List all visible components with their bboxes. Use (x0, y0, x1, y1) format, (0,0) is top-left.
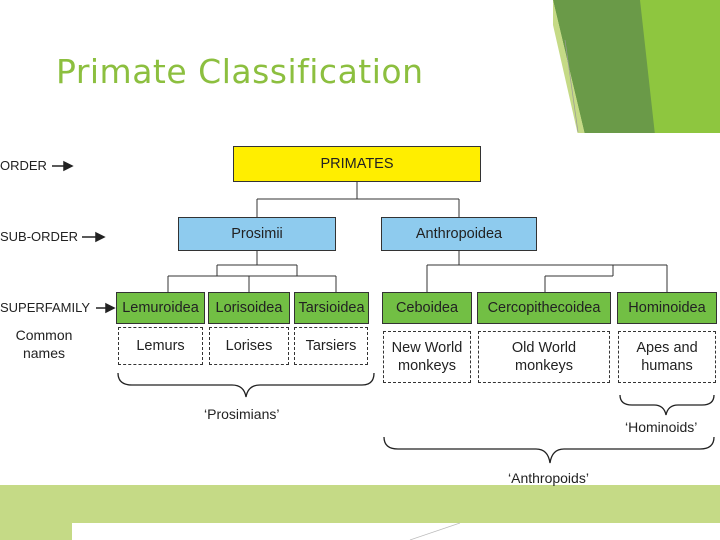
corner-shape-dark (553, 0, 655, 135)
footer-band (0, 485, 720, 523)
group-label-anthropoids: ‘Anthropoids’ (508, 470, 589, 486)
common-name-lemurs: Lemurs (118, 327, 203, 365)
rank-common-names-label: Common names (15, 327, 73, 362)
slide-title: Primate Classification (56, 52, 424, 91)
classification-diagram: ORDER SUB-ORDER SUPERFAMILY Common names… (0, 133, 720, 486)
suborder-box-prosimii: Prosimii (178, 217, 336, 251)
group-label-hominoids: ‘Hominoids’ (625, 419, 698, 435)
rank-order-label: ORDER (0, 158, 47, 173)
rank-superfamily-label: SUPERFAMILY (0, 300, 91, 315)
superfamily-box-ceboidea: Ceboidea (382, 292, 472, 324)
superfamily-box-hominoidea: Hominoidea (617, 292, 717, 324)
superfamily-box-tarsioidea: Tarsioidea (294, 292, 369, 324)
hominoids-brace (619, 394, 715, 416)
rank-suborder-label: SUB-ORDER (0, 229, 79, 244)
footer-thin-line (409, 522, 461, 540)
order-box-primates: PRIMATES (233, 146, 481, 182)
common-name-apes-and-humans: Apes and humans (618, 331, 716, 383)
superfamily-box-lemuroidea: Lemuroidea (116, 292, 205, 324)
common-name-old-world-monkeys: Old World monkeys (478, 331, 610, 383)
common-name-lorises: Lorises (209, 327, 289, 365)
corner-thin-line (564, 39, 579, 133)
superfamily-box-cercopithecoidea: Cercopithecoidea (477, 292, 611, 324)
common-name-new-world-monkeys: New World monkeys (383, 331, 471, 383)
anthropoids-brace (383, 436, 715, 464)
prosimians-brace (117, 372, 375, 398)
superfamily-box-lorisoidea: Lorisoidea (208, 292, 290, 324)
suborder-box-anthropoidea: Anthropoidea (381, 217, 537, 251)
diagram-connectors (52, 160, 715, 464)
group-label-prosimians: ‘Prosimians’ (204, 406, 280, 422)
common-name-tarsiers: Tarsiers (294, 327, 368, 365)
